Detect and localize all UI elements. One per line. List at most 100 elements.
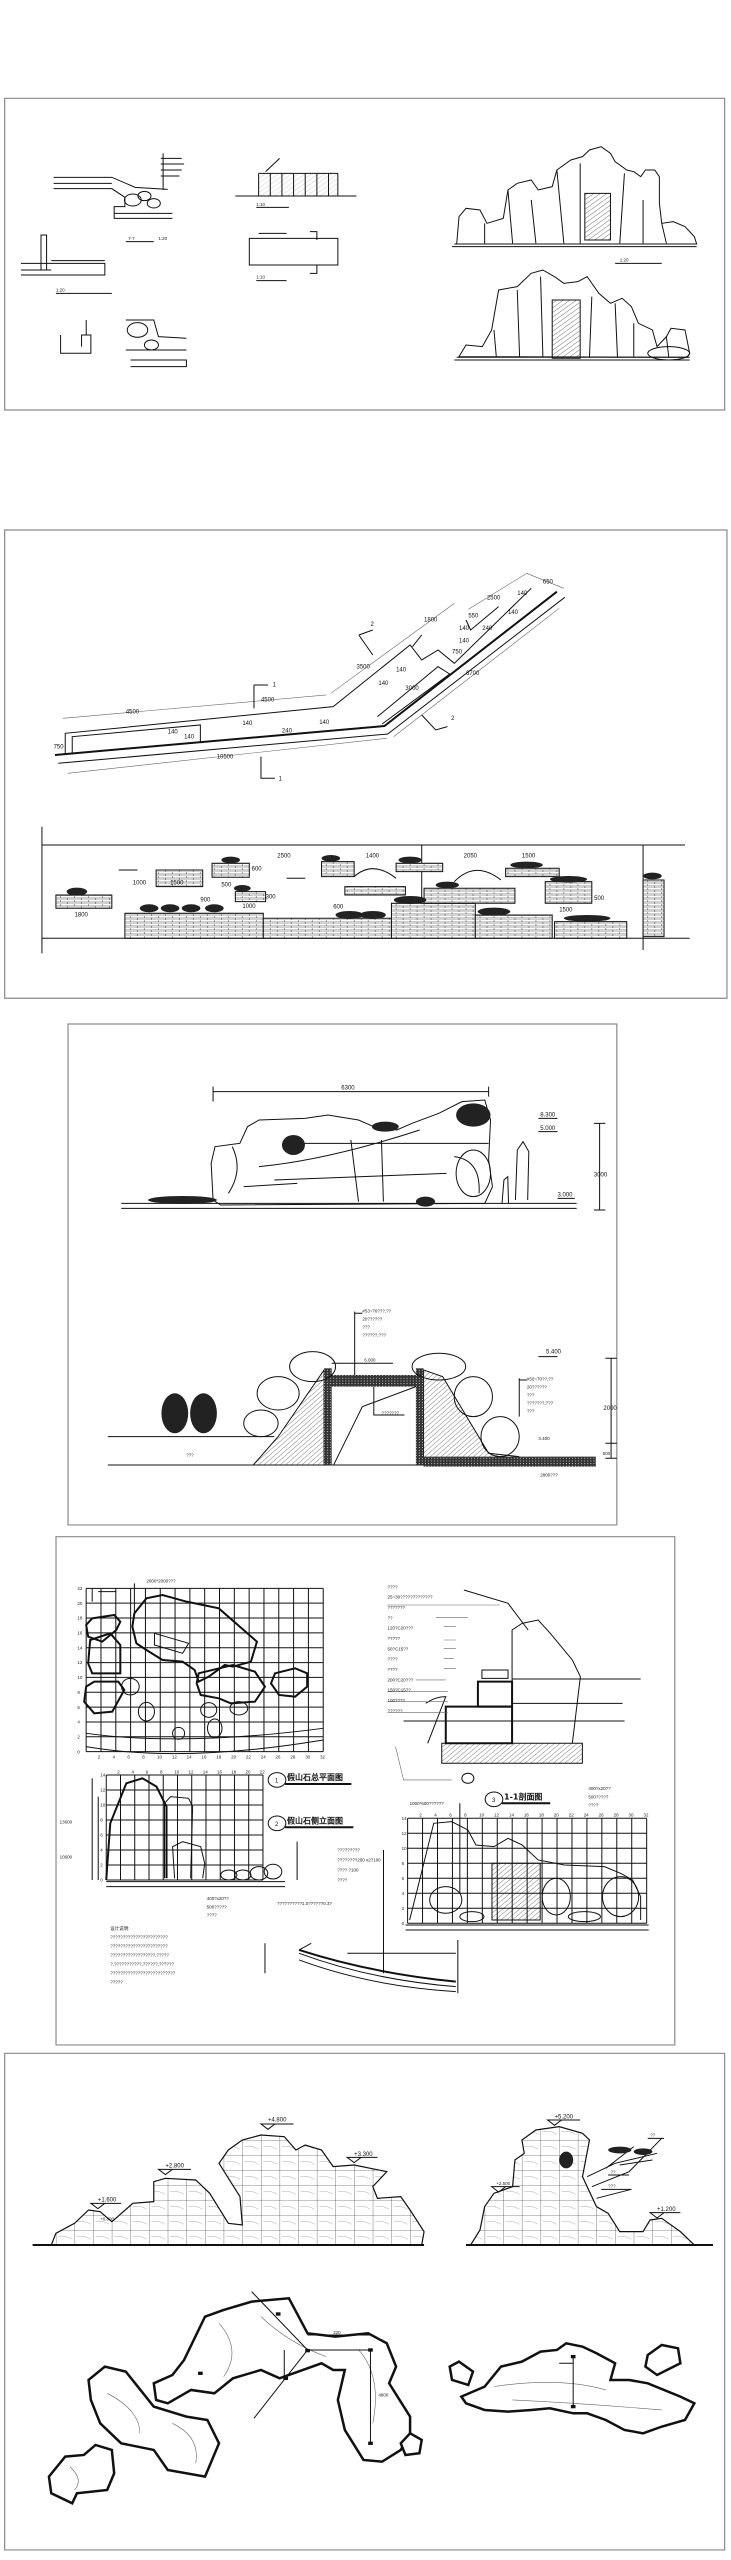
- axis-tick-label: 8: [77, 1690, 80, 1695]
- edge-curve-detail: ?????????????????200 x2?100???? ?100????…: [265, 1848, 458, 1994]
- axis-tick-label: 10: [77, 1675, 82, 1680]
- level-label: 6.000: [364, 1358, 376, 1363]
- elevation-label: +2.800: [165, 2163, 184, 2169]
- axis-tick-label: 30: [305, 1754, 310, 1759]
- axis-tick-label: 22: [260, 1769, 265, 1774]
- section-note: ???: [362, 1325, 370, 1330]
- axis-tick-label: 10: [479, 1813, 484, 1818]
- note-line: ??: [388, 1615, 393, 1620]
- design-notes-title: 设计说明:: [110, 1925, 129, 1932]
- elevation-dimension: 1500: [522, 853, 536, 859]
- wall-elevation-and-plan: 1:10 1:10: [235, 158, 356, 280]
- axis-tick-label: 20: [245, 1769, 250, 1774]
- axis-tick-label: 8: [100, 1818, 103, 1823]
- axis-tick-label: 24: [261, 1754, 266, 1759]
- note-line: ???????: [388, 1605, 406, 1610]
- axis-tick-label: 10: [174, 1769, 179, 1774]
- elevation-dimension: 2050: [464, 853, 478, 859]
- section-note: 20??????: [362, 1317, 382, 1322]
- width-dimension: 6300: [341, 1085, 355, 1091]
- section-mark: 1: [279, 777, 283, 783]
- note-line: ???????????????????????: [110, 1934, 168, 1939]
- note-line: ??????????????????????????: [110, 1970, 175, 1975]
- rockery-grid-elevation-right: [466, 2127, 713, 2245]
- axis-tick-label: 4: [402, 1891, 405, 1896]
- section-dimension: 1000*600??????: [410, 1801, 445, 1806]
- plan-dimension: 140: [396, 668, 407, 674]
- section-note: #50~70??,??: [527, 1377, 554, 1382]
- mountain-scale: 1:20: [620, 258, 629, 263]
- plan-dimension: 4500: [261, 698, 275, 704]
- ground-label: ???: [186, 1453, 194, 1458]
- axis-tick-label: 4: [113, 1754, 116, 1759]
- axis-tick-label: 10: [157, 1754, 162, 1759]
- axis-tick-label: 18: [216, 1754, 221, 1759]
- level-label: 8.300: [540, 1113, 556, 1119]
- pool-edge-section: 7-7 1:20: [54, 153, 184, 241]
- plan-dimension: 240: [482, 626, 493, 632]
- axis-tick-label: 12: [172, 1754, 177, 1759]
- plan-dimension: 2500: [487, 595, 501, 601]
- elevation-label: +4.800: [268, 2118, 287, 2124]
- rockery-grid-elevation-left: [33, 2135, 424, 2245]
- slope-note: ??????????1.0??????0.3?: [277, 1901, 332, 1906]
- axis-tick-label: 18: [539, 1813, 544, 1818]
- elevation-dimension: 1000: [133, 881, 147, 887]
- note-label: ??: [650, 2133, 655, 2138]
- elevation-dimension: 500: [594, 896, 605, 902]
- section-id: 7-7: [128, 236, 135, 241]
- axis-tick-label: 12: [189, 1769, 194, 1774]
- note-label: ??: [610, 2169, 615, 2174]
- note-line: ????: [388, 1667, 398, 1672]
- plan-scale: 1:10: [256, 275, 265, 280]
- planter-wall-plan: 4500 4500 140 140 140 240 140 10500 750 …: [54, 573, 565, 783]
- plan-dimension: 10500: [217, 754, 234, 760]
- axis-tick-label: 22: [569, 1813, 574, 1818]
- panel-frame: [5, 530, 727, 998]
- section-note: 20??????: [527, 1385, 547, 1390]
- height-dimension: 2000: [603, 1406, 617, 1412]
- detail-scale: 1:20: [56, 288, 65, 293]
- section-detail: ????25~30??????????????????????120?C20??…: [388, 1584, 641, 1783]
- section-note: ???????,???: [527, 1401, 554, 1406]
- elevation-label: +1.600: [98, 2198, 117, 2204]
- axis-tick-label: 28: [614, 1813, 619, 1818]
- axis-tick-label: 2: [77, 1734, 80, 1739]
- elevation-dimension: 1000: [242, 904, 256, 910]
- planter-wall-elevation: 2500 1400 2050 1500 1000 1500 1800 1000 …: [42, 827, 690, 954]
- spec-note: ????: [588, 1803, 598, 1808]
- section-note: ??????,???: [362, 1333, 386, 1338]
- title-number: 3: [492, 1798, 496, 1804]
- elevation-dimension: 1500: [170, 881, 184, 887]
- axis-tick-label: 16: [201, 1754, 206, 1759]
- axis-tick-label: 0: [100, 1878, 103, 1883]
- section-note: ???: [527, 1409, 535, 1414]
- section-scale: 1:20: [158, 236, 167, 241]
- section-mark: 2: [451, 716, 455, 722]
- plan-dimension: 140: [508, 610, 519, 616]
- elevation-dimension: 600: [252, 867, 263, 873]
- spec-note: 400?x20??: [207, 1896, 230, 1901]
- elevation-height: 10600: [60, 1854, 73, 1859]
- plan-dimension: 3000: [405, 686, 419, 692]
- note-line: ????: [388, 1584, 398, 1589]
- level-label: 5.000: [540, 1126, 556, 1132]
- drawing-title: 假山石总平面图: [287, 1772, 343, 1782]
- axis-tick-label: 18: [77, 1616, 82, 1621]
- axis-tick-label: 2: [402, 1906, 405, 1911]
- section-detail-notes: ????25~30??????????????????????120?C20??…: [388, 1584, 434, 1713]
- note-line: ???????????????????????: [110, 1943, 168, 1948]
- axis-tick-label: 6: [449, 1813, 452, 1818]
- axis-tick-label: 2: [100, 1863, 103, 1868]
- note-line: 25~30?????????????: [388, 1595, 434, 1600]
- plan-dimension: 750: [452, 649, 463, 655]
- elevation-dimension: 1500: [559, 908, 573, 914]
- plan-note: 2000*2000???: [146, 1579, 176, 1584]
- note-line: ????: [388, 1657, 398, 1662]
- note-line: ??????????????????,?????: [110, 1952, 169, 1957]
- note-line: 100????: [388, 1698, 406, 1703]
- design-notes: 设计说明: ??????????????????????????????????…: [110, 1925, 175, 1984]
